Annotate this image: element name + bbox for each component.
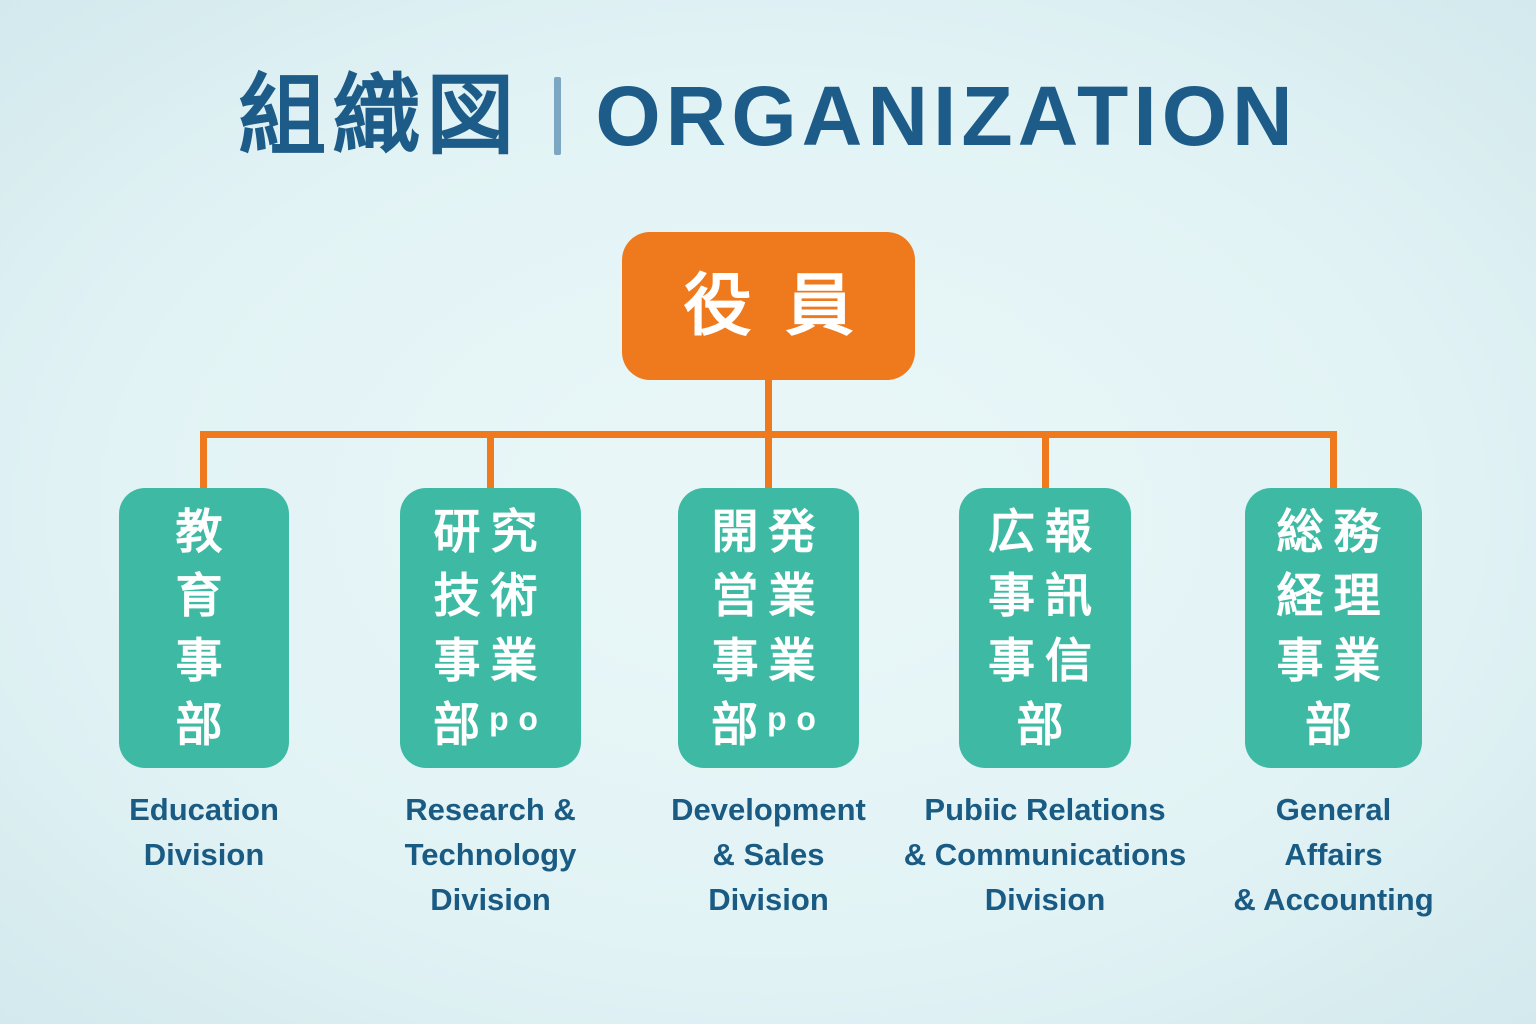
en-label-line: General [1275, 792, 1392, 827]
division-public-relations: 広報 事訊 事信 部 Pubiic Relations & Communicat… [904, 488, 1186, 917]
division-general-affairs: 総務 経理 事業 部 General Affairs & Accounting [1233, 488, 1434, 917]
dept-en-label-public-relations: Pubiic Relations & Communications Divisi… [904, 788, 1186, 923]
dept-ja-row: 技術 [433, 569, 548, 623]
dept-ja-row: 部 [175, 697, 233, 751]
dept-ja-row: 事業 [711, 633, 826, 687]
connector-drop-education [200, 431, 207, 488]
en-label-line: Pubiic Relations [924, 792, 1166, 827]
dept-ja-row: 部 [1305, 697, 1362, 751]
dept-ja-row: 部 [1016, 697, 1074, 751]
title-divider [554, 77, 562, 155]
en-label-line: & Sales [712, 836, 825, 872]
page-title: 組織図 ORGANIZATION [0, 72, 1536, 160]
en-label-line: Development [671, 792, 866, 827]
dept-box-development-sales: 開発 営業 事業 部ᵖᵒ [678, 488, 859, 768]
en-label-line: Research & [405, 792, 576, 827]
dept-ja-row: 事 [175, 633, 233, 687]
dept-ja-row: 営業 [711, 569, 826, 623]
page-title-japanese: 組織図 [238, 66, 521, 165]
dept-ja-row: 事信 [988, 633, 1102, 687]
en-label-line: & Communications [903, 836, 1187, 872]
en-label-line: Division [984, 881, 1106, 917]
connector-drop-public-relations [1042, 431, 1049, 488]
dept-en-label-education: Education Division [129, 788, 279, 878]
page-title-english: ORGANIZATION [595, 69, 1298, 163]
dept-ja-row: 広報 [988, 504, 1102, 558]
dept-ja-row: 事訊 [988, 569, 1102, 623]
dept-ja-row: 部ᵖᵒ [433, 697, 548, 751]
connector-root-stem [765, 378, 772, 431]
dept-ja-row: 育 [175, 569, 233, 623]
dept-box-public-relations: 広報 事訊 事信 部 [959, 488, 1131, 768]
dept-en-label-general-affairs: General Affairs & Accounting [1233, 788, 1433, 923]
division-research-technology: 研究 技術 事業 部ᵖᵒ Research & Technology Divis… [400, 488, 581, 917]
dept-ja-row: 経理 [1276, 569, 1391, 623]
connector-drop-general-affairs [1330, 431, 1337, 488]
connector-drop-research [487, 431, 494, 488]
dept-ja-row: 事業 [1276, 633, 1391, 687]
en-label-line: Education [129, 792, 279, 827]
division-development-sales: 開発 営業 事業 部ᵖᵒ Development & Sales Divisio… [671, 488, 866, 917]
dept-box-general-affairs: 総務 経理 事業 部 [1245, 488, 1422, 768]
root-node-label: 役員 [683, 268, 888, 344]
en-label-line: Division [708, 881, 829, 917]
connector-drop-development [765, 431, 772, 488]
en-label-line: Division [143, 836, 265, 872]
dept-ja-row: 総務 [1276, 504, 1391, 558]
en-label-line: & Accounting [1233, 881, 1434, 917]
en-label-line: Technology [404, 836, 577, 872]
dept-ja-row: 教 [175, 504, 233, 558]
dept-box-education: 教 育 事 部 [119, 488, 289, 768]
root-node-executives: 役員 [622, 232, 915, 380]
en-label-line: Affairs [1284, 836, 1383, 872]
division-education: 教 育 事 部 Education Division [119, 488, 289, 872]
dept-box-research-technology: 研究 技術 事業 部ᵖᵒ [400, 488, 581, 768]
en-label-line: Division [430, 881, 551, 917]
dept-ja-row: 研究 [433, 504, 548, 558]
dept-ja-row: 部ᵖᵒ [711, 697, 826, 751]
dept-ja-row: 事業 [433, 633, 548, 687]
dept-ja-row: 開発 [711, 504, 826, 558]
dept-en-label-development-sales: Development & Sales Division [671, 788, 866, 923]
dept-en-label-research-technology: Research & Technology Division [405, 788, 577, 923]
